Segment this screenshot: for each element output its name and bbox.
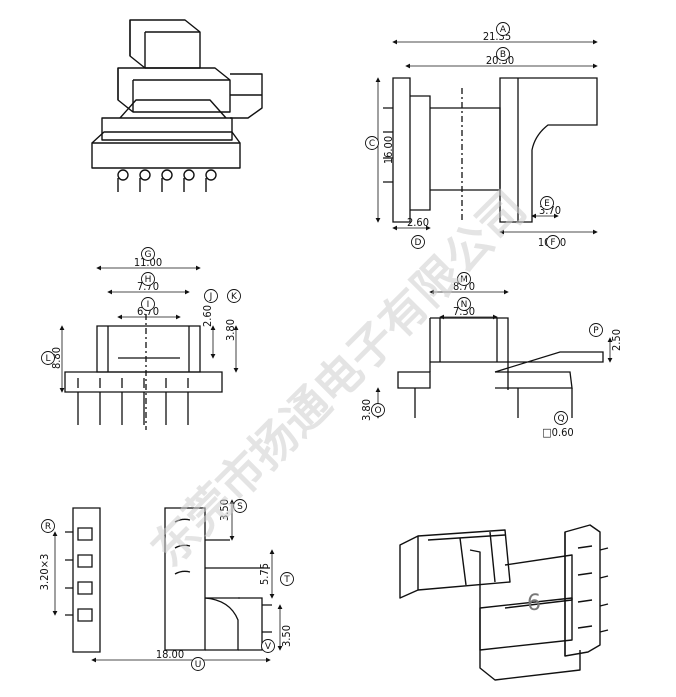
dim-T-value: 5.75 (258, 563, 271, 585)
svg-text:H: H (145, 275, 152, 285)
dim-label-n: N (457, 297, 471, 311)
dim-label-p: P (589, 323, 603, 337)
dim-label-r: R (41, 519, 55, 533)
bottom-view (65, 507, 272, 653)
dim-label-j: J (204, 289, 218, 303)
svg-text:B: B (500, 50, 506, 60)
front-view (64, 300, 223, 430)
svg-text:R: R (45, 522, 51, 532)
dim-J-value: 2.60 (201, 305, 214, 327)
dim-S-value: 3.50 (218, 499, 231, 521)
dim-label-i: I (141, 297, 155, 311)
svg-text:V: V (265, 642, 272, 652)
svg-text:I: I (147, 300, 150, 310)
dim-label-c: C (365, 136, 379, 150)
dim-O-value: 3.80 (360, 399, 373, 421)
isometric-bottom-view (399, 524, 609, 681)
figure-number: 6 (527, 591, 541, 616)
dim-label-f: F (546, 235, 560, 249)
svg-text:G: G (145, 250, 152, 260)
dim-label-q: Q (554, 411, 568, 425)
svg-text:N: N (461, 300, 468, 310)
dim-label-a: A (496, 22, 510, 36)
svg-text:L: L (45, 354, 50, 364)
dim-label-l: L (41, 351, 55, 365)
dim-K-value: 3.80 (224, 319, 237, 341)
dim-R-value: 3.20×3 (38, 554, 51, 591)
svg-text:J: J (209, 292, 213, 302)
dim-label-u: U (191, 657, 205, 671)
section-view (397, 317, 604, 418)
dim-label-o: O (371, 403, 385, 417)
dim-C-value: 16.00 (382, 136, 395, 164)
dim-label-t: T (280, 572, 294, 586)
svg-text:C: C (369, 139, 375, 149)
bottom-view-dimensions (52, 499, 283, 663)
svg-text:T: T (283, 575, 290, 585)
dim-label-d: D (411, 235, 425, 249)
dim-label-m: M (457, 272, 471, 286)
dim-label-h: H (141, 272, 155, 286)
dim-label-g: G (141, 247, 155, 261)
svg-text:O: O (374, 406, 381, 416)
svg-text:U: U (195, 660, 202, 670)
dim-label-v: V (261, 639, 275, 653)
dimension-labels: A B C D E F G H I J K L M N O P Q R S T U V (41, 22, 603, 671)
dim-L-value: 8.80 (50, 347, 63, 369)
dim-M-value: 8.70 (453, 280, 475, 293)
dim-label-s: S (233, 499, 247, 513)
svg-text:A: A (500, 25, 507, 35)
dim-N-value: 7.30 (453, 305, 475, 318)
svg-text:S: S (237, 502, 243, 512)
side-view-dimensions (375, 39, 598, 235)
front-view-dimensions (59, 265, 239, 393)
dim-Q-value: □0.60 (542, 426, 573, 439)
svg-text:D: D (415, 238, 422, 248)
dim-V-value: 3.50 (280, 625, 293, 647)
watermark-text: 东莞市扬通电子有限公司 (141, 181, 537, 577)
dim-label-b: B (496, 47, 510, 61)
dim-H-value: 7.70 (137, 280, 159, 293)
dim-D-value: 2.60 (407, 216, 429, 229)
svg-text:K: K (231, 292, 238, 302)
svg-text:M: M (460, 275, 468, 285)
dim-P-value: 2.50 (610, 329, 623, 351)
dim-label-e: E (540, 196, 554, 210)
svg-text:P: P (593, 326, 599, 336)
svg-text:F: F (550, 238, 555, 248)
dim-label-k: K (227, 289, 241, 303)
svg-text:E: E (544, 199, 550, 209)
svg-text:Q: Q (557, 414, 564, 424)
side-view (383, 77, 598, 223)
dim-U-value: 18.00 (156, 648, 184, 661)
isometric-view (91, 19, 263, 192)
dim-I-value: 6.70 (137, 305, 159, 318)
dim-G-value: 11.00 (134, 256, 162, 269)
